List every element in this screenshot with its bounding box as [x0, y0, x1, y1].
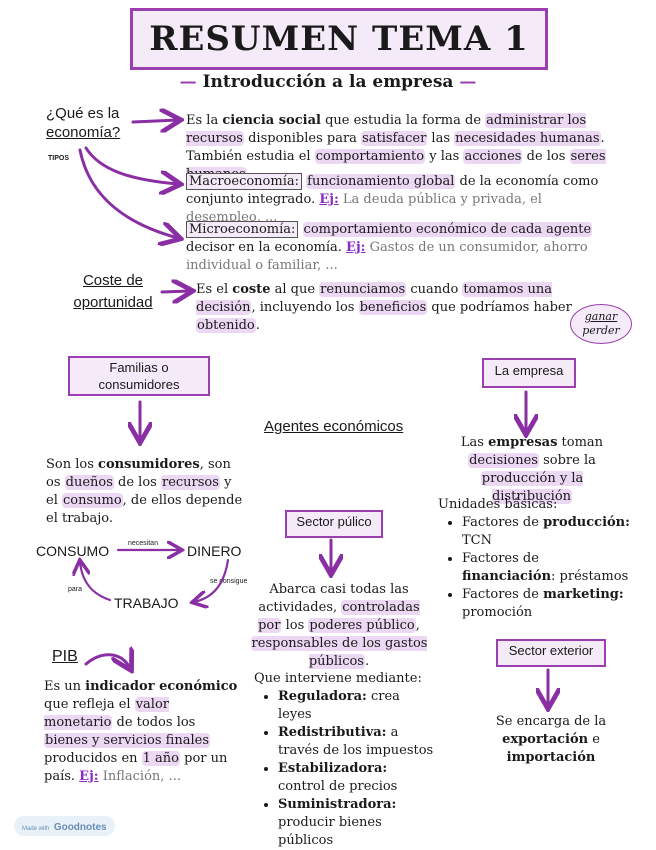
cycle-se-consigue: se consigue — [210, 578, 248, 585]
subtitle: — Introducción a la empresa — — [179, 72, 477, 92]
sector-publico-list: Reguladora: crea leyes Redistributiva: a… — [256, 688, 436, 850]
arrow-tipos-to-macro — [84, 146, 178, 184]
cycle-consumo: CONSUMO — [36, 543, 110, 559]
list-item: Suministradora: producir bienes públicos — [278, 796, 436, 850]
sector-exterior-definition: Se encarga de la exportación e importaci… — [495, 714, 607, 765]
arrow-trabajo-to-consumo — [80, 562, 112, 602]
microeconomia-definition: Microeconomía: comportamiento económico … — [186, 221, 593, 273]
page-title: RESUMEN TEMA 1 — [130, 8, 548, 70]
cycle-necesitan: necesitan — [128, 540, 158, 547]
economia-definition: Es la ciencia social que estudia la form… — [186, 112, 626, 184]
familias-definition: Son los consumidores, son os dueños de l… — [46, 457, 243, 526]
sector-exterior-box: Sector exterior — [496, 639, 606, 667]
sector-publico-intro: Que interviene mediante: — [254, 671, 422, 686]
goodnotes-watermark: Made with Goodnotes — [14, 816, 115, 836]
empresa-unidades-intro: Unidades básicas: — [438, 497, 558, 512]
pib-label: PIB — [52, 648, 78, 665]
la-empresa-box: La empresa — [482, 358, 576, 388]
list-item: Factores de financiación: préstamos — [462, 550, 630, 586]
list-item: Factores de marketing: promoción — [462, 586, 630, 622]
coste-oportunidad-label: Coste de oportunidad — [73, 272, 153, 311]
list-item: Reguladora: crea leyes — [278, 688, 436, 724]
familias-box: Familias o consumidores — [68, 356, 210, 396]
empresa-definition: Las empresas toman decisiones sobre la p… — [460, 435, 604, 504]
agentes-economicos-heading: Agentes económicos — [264, 418, 404, 435]
arrow-pib-curve — [84, 655, 130, 668]
sector-publico-definition: Abarca casi todas las actividades, contr… — [250, 582, 428, 669]
que-es-economia-label: ¿Qué es la economía? — [46, 105, 121, 141]
pib-definition: Es un indicador económico que refleja el… — [44, 679, 238, 784]
cycle-trabajo: TRABAJO — [114, 595, 179, 611]
cycle-dinero: DINERO — [187, 543, 242, 559]
list-item: Estabilizadora: control de precios — [278, 760, 436, 796]
tipos-label: TIPOS — [48, 155, 70, 162]
macroeconomia-definition: Macroeconomía: funcionamiento global de … — [186, 173, 599, 225]
empresa-unidades-list: Factores de producción: TCN Factores de … — [440, 514, 630, 622]
ganar-perder-badge: ganar perder — [570, 304, 632, 344]
arrow-tipos-to-micro — [78, 148, 178, 238]
list-item: Factores de producción: TCN — [462, 514, 630, 550]
arrow-coste-to-def — [160, 291, 190, 292]
sector-publico-box: Sector púlico — [285, 510, 383, 538]
list-item: Redistributiva: a través de los impuesto… — [278, 724, 436, 760]
cycle-para: para — [68, 586, 83, 593]
coste-oportunidad-definition: Es el coste al que renunciamos cuando to… — [196, 282, 572, 333]
arrow-que-es-to-def — [131, 120, 178, 122]
